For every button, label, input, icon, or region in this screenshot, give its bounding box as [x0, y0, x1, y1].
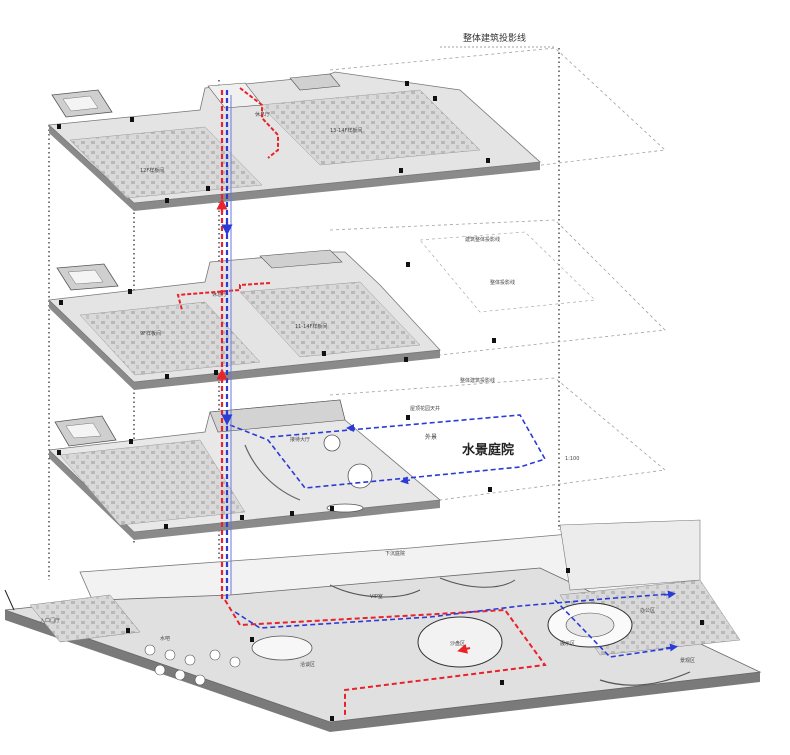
projection-outline: [329, 47, 666, 179]
level-third: 整体建筑投影线 接待大厅 水景庭院 外景 屋顶花园天井 1:100: [48, 377, 666, 540]
room-label-lobby: 接待大厅: [290, 436, 310, 443]
exterior-label: 外景: [425, 433, 437, 441]
columns-third: [57, 415, 492, 529]
room-label-lounge-2: 休息厅: [212, 291, 227, 298]
diagram-title: 整体建筑投影线: [463, 32, 526, 44]
columns-second: [59, 262, 496, 379]
blue-route-ground: [234, 593, 671, 629]
furniture-ground: [144, 644, 241, 686]
unit-plan-left-2: [79, 301, 261, 376]
level-top: 12F样板间 13-14F样板间 休息厅 整体建筑投影线: [48, 32, 666, 211]
room-label-13-14f: 13-14F样板间: [330, 127, 362, 134]
unit-plan-right-2: [239, 281, 421, 358]
sunken-court-label: 下沉庭院: [385, 550, 405, 557]
slab-edge-ground: [5, 610, 760, 732]
room-label-11-14f: 11-14F样板间: [295, 323, 327, 330]
projection-outline-2: [329, 219, 666, 356]
slab-edge-3: [49, 450, 440, 540]
slab-edge-2: [49, 300, 440, 390]
projection-outline-3: [329, 377, 666, 501]
slab-edge: [49, 125, 540, 211]
level-ground: 下沉庭院 沙盘区 洽谈区 展示区 水吧 VIP室 办公区 入口门厅 景观区: [4, 519, 762, 732]
columns-ground: [126, 568, 704, 721]
red-route-ground: [224, 599, 547, 718]
garden-label: 景观区: [680, 657, 695, 664]
room-label-9f: 9F样板间: [140, 330, 161, 337]
level-second: 建筑整体投影线 整体投影线 9F样板间 11-14F样板间 休息厅: [48, 219, 666, 390]
scale-label: 1:100: [565, 456, 579, 462]
entry-hall-label: 入口门厅: [40, 617, 60, 624]
office-plan-3: [59, 439, 246, 526]
projection-label-2: 建筑整体投影线: [465, 236, 500, 243]
sand-table: [417, 616, 503, 668]
inner-projection-label-2: 整体投影线: [490, 279, 515, 286]
red-route-second: [176, 282, 271, 311]
vertical-circulation: [216, 90, 233, 600]
roof-label: 屋顶花园天井: [410, 405, 440, 412]
water-bar-label: 水吧: [160, 635, 170, 642]
office-label: 办公区: [640, 607, 655, 614]
unit-plan-left: [69, 126, 263, 199]
columns-top: [57, 81, 490, 203]
negotiation-label: 洽谈区: [300, 661, 315, 668]
room-label-12f: 12F样板间: [140, 167, 164, 174]
blue-route-third: [229, 414, 547, 489]
courtyard-label: 水景庭院: [462, 442, 514, 458]
round-table: [251, 635, 313, 661]
unit-plan-right: [259, 89, 481, 166]
exhibit-label: 展示区: [560, 641, 575, 647]
projection-label-3: 整体建筑投影线: [460, 377, 495, 384]
red-route-top: [239, 87, 279, 159]
vip-label: VIP室: [370, 593, 383, 600]
sand-table-label: 沙盘区: [450, 640, 465, 647]
